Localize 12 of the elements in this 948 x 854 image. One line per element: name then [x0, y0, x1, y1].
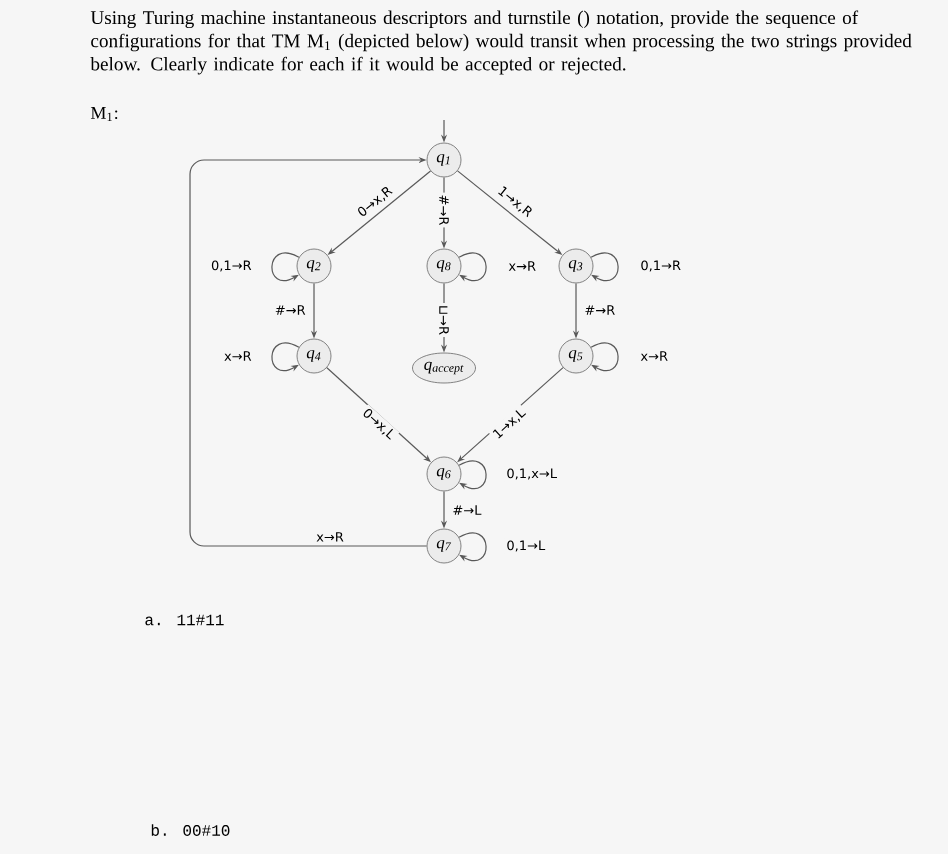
label: a. 11#11: [145, 614, 224, 626]
self-loop-arrow: [590, 342, 619, 372]
arrow: [189, 156, 428, 547]
question-text: Using Turing machine instantaneous descriptors and turnstile () notation, provide the sequence of configurations for that TM M$_{1}$ (depicted below) would transit when processing the two strings provided below. Clearly indicate for each if it would be accepted or rejected.: [90, 10, 912, 75]
self-loop-arrow: [590, 252, 619, 282]
self-loop-arrow: [458, 460, 487, 490]
label: b. 00#10: [151, 824, 230, 836]
label: M$_{1}$:: [90, 107, 118, 121]
self-loop-arrow: [458, 532, 487, 562]
self-loop-arrow: [458, 252, 487, 282]
self-loop-arrow: [271, 252, 300, 282]
self-loop-arrow: [271, 342, 300, 372]
